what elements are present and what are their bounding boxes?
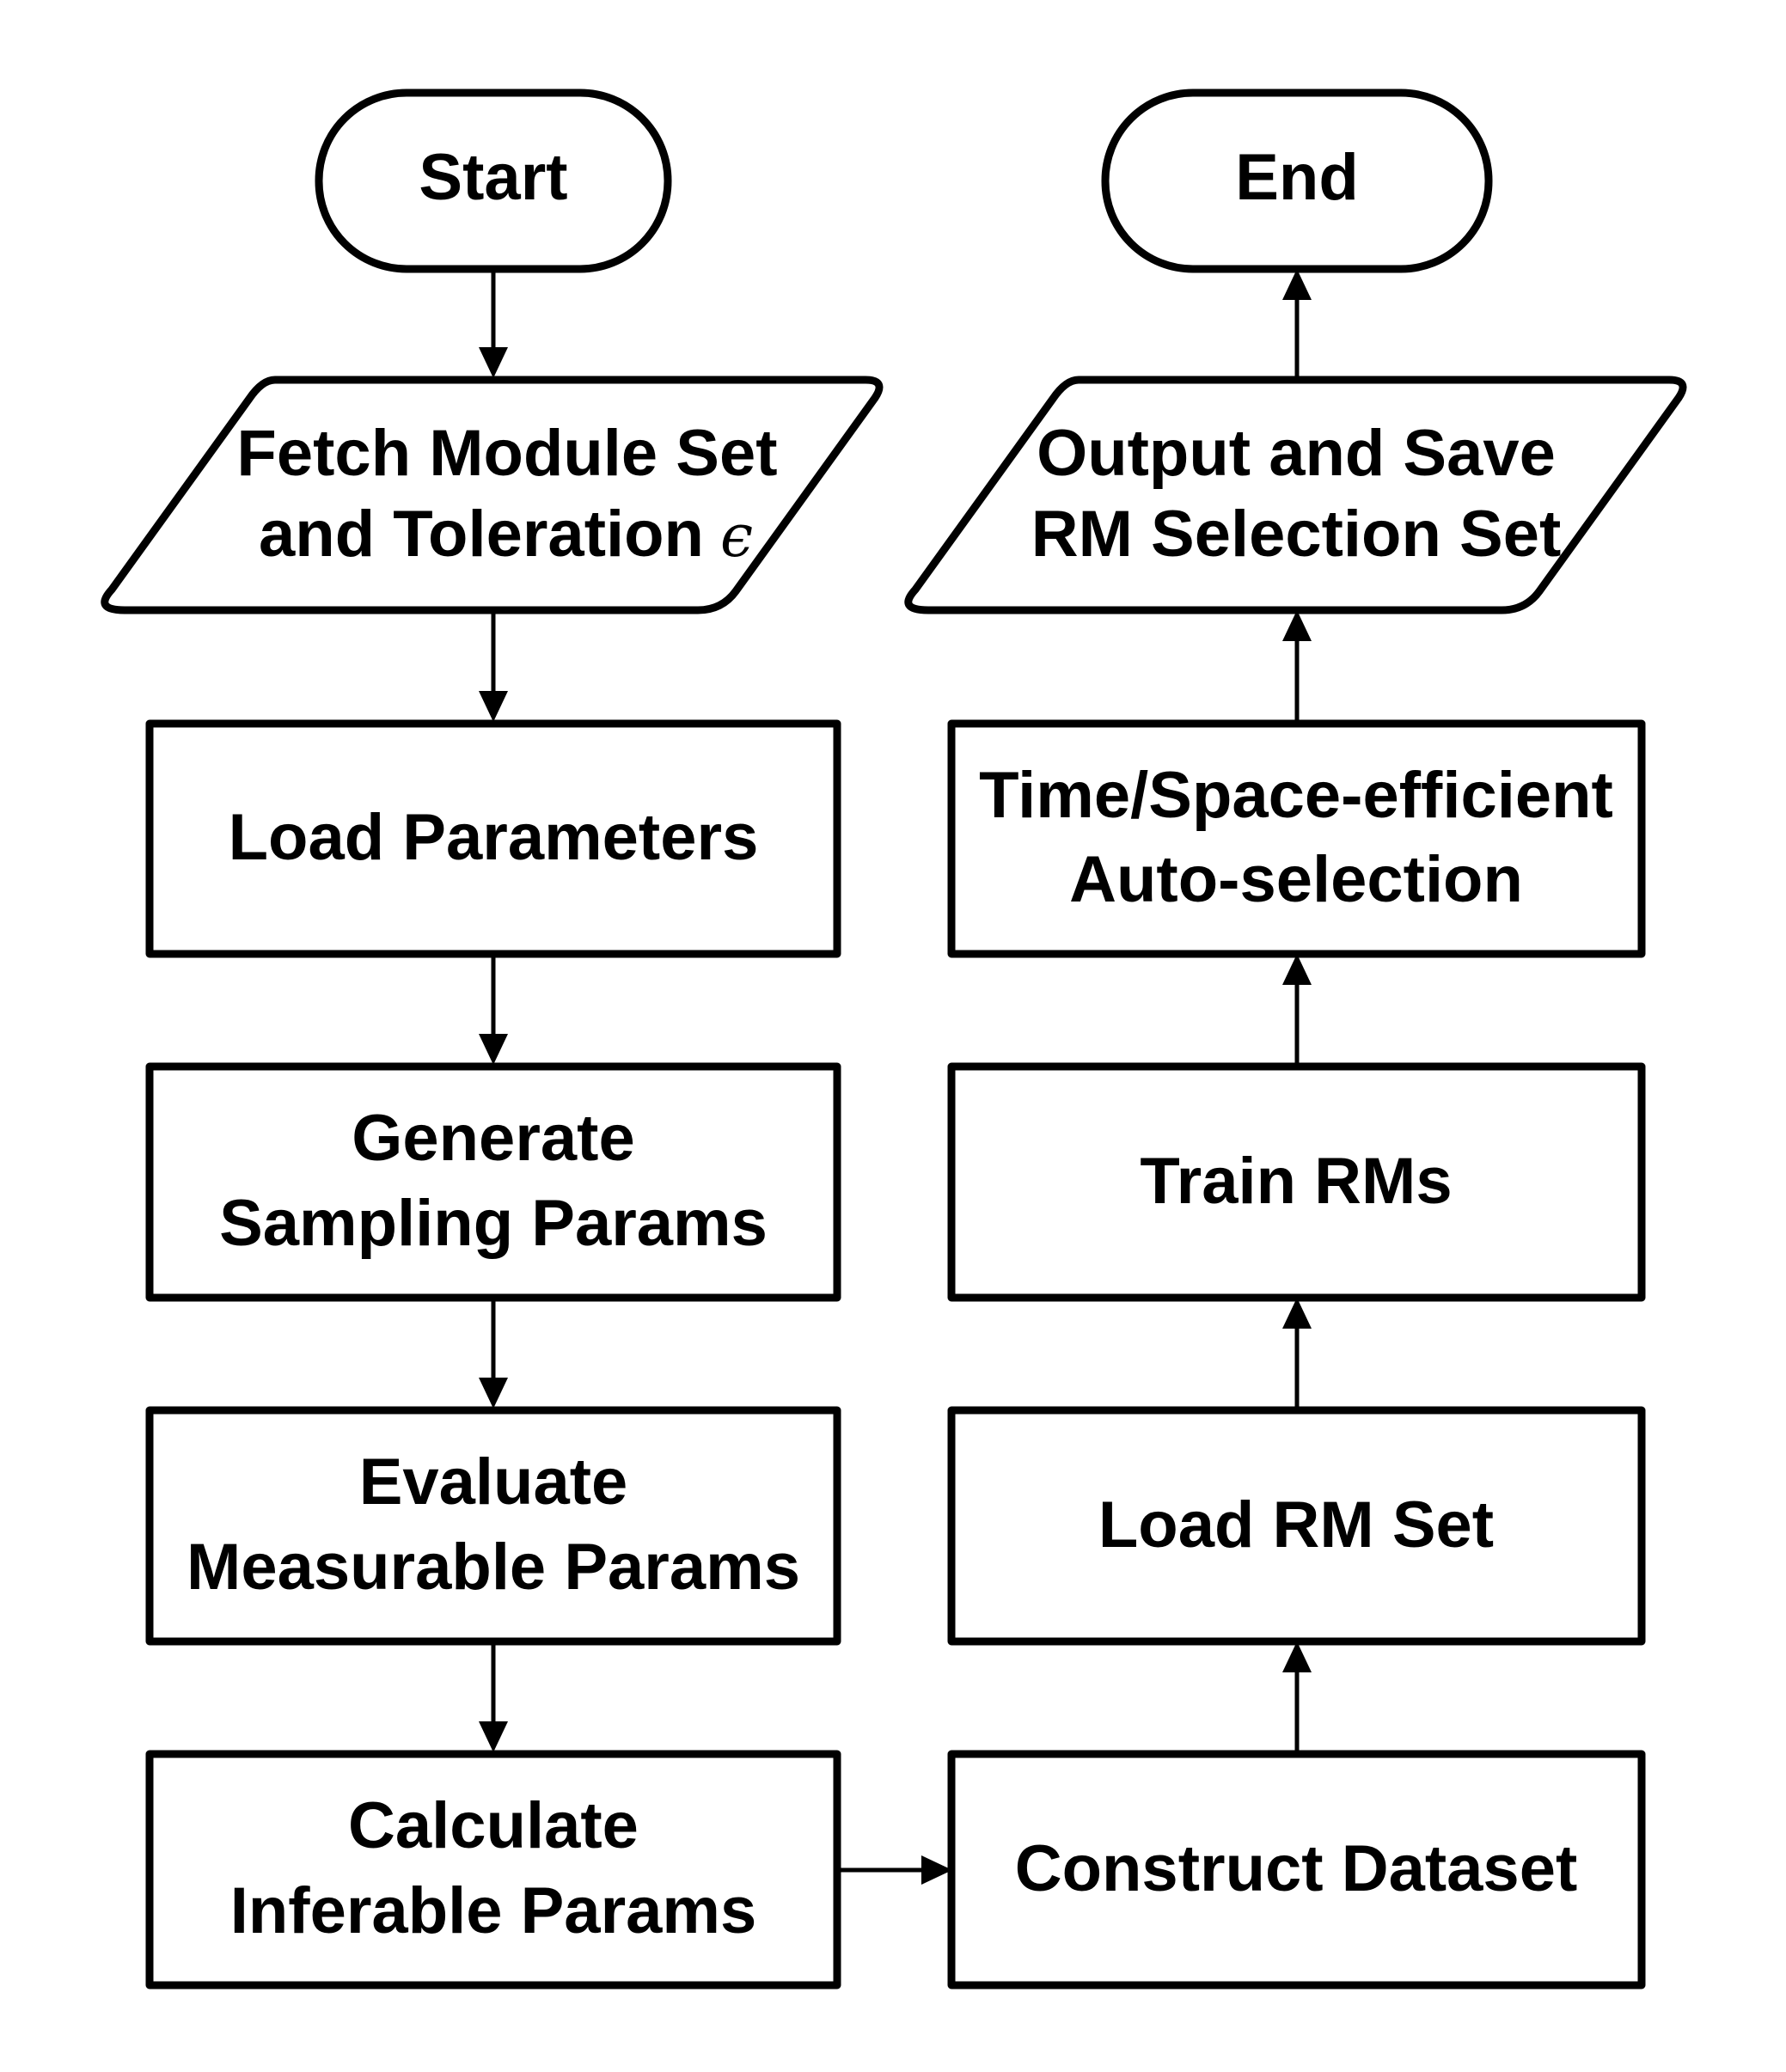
node-evaluate: Evaluate Measurable Params [145, 1406, 841, 1646]
edge-load-rm-to-train [1282, 1298, 1312, 1410]
node-auto-selection: Time/Space-efficient Auto-selection [947, 719, 1646, 958]
node-start-label: Start [419, 141, 567, 214]
node-output-line2: RM Selection Set [1031, 498, 1562, 571]
edge-calculate-to-construct [841, 1855, 952, 1885]
node-calculate: Calculate Inferable Params [145, 1750, 841, 1989]
edge-start-to-fetch [479, 269, 508, 378]
node-calculate-line2: Inferable Params [230, 1874, 757, 1947]
edge-fetch-to-load-parameters [479, 610, 508, 722]
edge-construct-to-load-rm [1282, 1641, 1312, 1754]
node-load-parameters-label: Load Parameters [229, 801, 759, 874]
node-evaluate-line1: Evaluate [359, 1446, 628, 1519]
edge-evaluate-to-calculate [479, 1641, 508, 1752]
edge-generate-to-evaluate [479, 1298, 508, 1409]
node-auto-selection-line1: Time/Space-efficient [979, 759, 1613, 832]
edge-train-to-auto-selection [1282, 954, 1312, 1067]
node-evaluate-line2: Measurable Params [187, 1531, 800, 1604]
node-load-rm-set: Load RM Set [947, 1406, 1646, 1646]
node-train-rms-label: Train RMs [1140, 1145, 1452, 1218]
edge-output-to-end [1282, 269, 1312, 379]
node-generate-line1: Generate [352, 1102, 635, 1175]
node-generate: Generate Sampling Params [145, 1062, 841, 1302]
node-fetch-epsilon-symbol: ϵ [720, 503, 753, 571]
edge-load-parameters-to-generate [479, 954, 508, 1065]
node-end-label: End [1235, 141, 1359, 214]
node-fetch: Fetch Module Set and Toleration ϵ [101, 376, 884, 614]
node-output: Output and Save RM Selection Set [904, 376, 1687, 614]
edges [479, 269, 1312, 1885]
node-output-line1: Output and Save [1037, 417, 1556, 490]
node-fetch-line1: Fetch Module Set [236, 417, 777, 490]
node-fetch-line2: and Toleration [259, 498, 704, 571]
node-start: Start [315, 89, 672, 273]
node-load-rm-set-label: Load RM Set [1098, 1488, 1494, 1562]
node-calculate-line1: Calculate [348, 1789, 639, 1862]
node-auto-selection-line2: Auto-selection [1069, 843, 1523, 916]
node-construct-dataset-label: Construct Dataset [1015, 1832, 1578, 1905]
node-end: End [1101, 89, 1493, 273]
node-generate-line2: Sampling Params [219, 1187, 768, 1260]
node-load-parameters: Load Parameters [145, 719, 841, 958]
edge-auto-selection-to-output [1282, 610, 1312, 723]
node-construct-dataset: Construct Dataset [947, 1750, 1646, 1989]
node-train-rms: Train RMs [947, 1062, 1646, 1302]
